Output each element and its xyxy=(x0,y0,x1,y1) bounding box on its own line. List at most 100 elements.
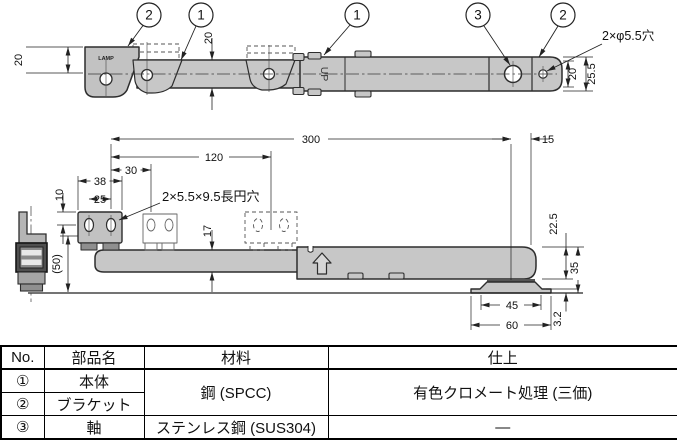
dim-arrow xyxy=(113,178,122,184)
dim-label: 22.5 xyxy=(548,213,560,234)
dim-arrow xyxy=(532,302,541,308)
balloon-1-right: 1 xyxy=(344,2,370,28)
balloon-2-left: 2 xyxy=(136,2,162,28)
dim-arrow xyxy=(262,154,271,160)
part-no: ② xyxy=(0,392,45,416)
dim-label: 45 xyxy=(506,300,518,312)
dim-label: 17 xyxy=(202,225,214,237)
dim-label: 60 xyxy=(506,320,518,332)
col-header-no: No. xyxy=(0,345,45,370)
top-view xyxy=(84,42,563,98)
col-header-name: 部品名 xyxy=(43,345,145,370)
balloon-label: 3 xyxy=(474,8,482,23)
dim-arrow xyxy=(65,283,71,292)
outer-member-side xyxy=(296,246,537,280)
dim-arrow xyxy=(583,82,589,91)
end-view xyxy=(15,206,48,302)
bracket-foot xyxy=(102,242,120,251)
dim-arrow xyxy=(65,47,71,56)
leader-line xyxy=(546,43,603,72)
end-view-block xyxy=(19,283,44,292)
hole-note-side: 2×5.5×9.5長円穴 xyxy=(162,189,260,204)
balloon-1-left: 1 xyxy=(188,2,214,28)
table-row: ③ 軸 ステンレス鋼 (SUS304) — xyxy=(0,415,677,440)
table-header-row: No. 部品名 材料 仕上 xyxy=(0,345,677,370)
hole-note-top: 2×φ5.5穴 xyxy=(602,28,655,43)
hat-channel-foot xyxy=(470,281,552,294)
dim-arrow xyxy=(563,270,569,279)
dim-arrow xyxy=(209,88,215,97)
dim-label: 35 xyxy=(569,262,581,274)
alt-bracket-position xyxy=(142,213,178,251)
up-marking: UP xyxy=(318,67,330,82)
spring-clip xyxy=(388,272,405,280)
dim-arrow xyxy=(324,47,332,55)
balloon-2-right: 2 xyxy=(550,2,576,28)
dim-arrow xyxy=(128,37,135,46)
dim-arrow xyxy=(209,51,215,60)
dim-arrow xyxy=(60,203,66,212)
dim-label: 38 xyxy=(94,176,106,188)
dim-arrow xyxy=(481,302,490,308)
technical-drawing: 2 1 1 3 2 2×φ5.5穴 2×5.5×9.5長円穴 UP LAMP 2… xyxy=(13,2,655,332)
dim-label: 20 xyxy=(13,54,25,66)
dim-label: 3.2 xyxy=(552,311,564,326)
dim-arrow xyxy=(111,154,120,160)
parts-table: No. 部品名 材料 仕上 ① 本体 鋼 (SPCC) 有色クロメート処理 (三… xyxy=(0,345,677,440)
dim-arrow xyxy=(78,178,87,184)
dim-arrow xyxy=(111,136,120,142)
col-header-material: 材料 xyxy=(143,345,329,370)
dim-arrow xyxy=(119,214,128,220)
dim-arrow xyxy=(547,65,556,71)
dim-arrow xyxy=(542,322,551,328)
bracket-foot xyxy=(80,242,98,251)
release-notch xyxy=(307,246,314,253)
dim-arrow xyxy=(102,196,111,202)
table-row: ② ブラケット xyxy=(0,392,677,416)
side-view xyxy=(28,211,583,294)
brand-logo: LAMP xyxy=(98,56,114,62)
end-view-flange xyxy=(18,211,47,244)
dim-label: 10 xyxy=(54,189,66,201)
dim-arrow xyxy=(65,236,71,245)
dim-arrow xyxy=(502,136,511,142)
part-material: ステンレス鋼 (SUS304) xyxy=(143,415,329,440)
dim-arrow xyxy=(471,322,480,328)
dim-label: 20 xyxy=(203,32,215,44)
dim-arrow xyxy=(65,64,71,73)
dim-arrow xyxy=(575,284,581,293)
col-header-finish: 仕上 xyxy=(327,345,677,370)
inner-member-side xyxy=(94,249,301,273)
dim-arrow xyxy=(60,225,66,234)
dim-label: (50) xyxy=(51,254,63,274)
part-name: ブラケット xyxy=(43,392,145,416)
parts-table-wrap: No. 部品名 材料 仕上 ① 本体 鋼 (SPCC) 有色クロメート処理 (三… xyxy=(0,345,677,440)
part-no: ③ xyxy=(0,415,45,440)
dim-arrow xyxy=(539,48,546,57)
dim-arrow xyxy=(565,78,571,87)
dim-arrow xyxy=(209,241,215,250)
dim-label: 300 xyxy=(302,134,320,146)
dim-arrow xyxy=(583,57,589,66)
end-view-block xyxy=(17,271,46,285)
dim-arrow xyxy=(531,136,540,142)
weld-tab xyxy=(132,59,183,94)
dim-arrow xyxy=(503,56,510,65)
part-finish: 有色クロメート処理 (三価) xyxy=(327,368,677,416)
dim-arrow xyxy=(142,167,151,173)
dim-arrow xyxy=(89,196,98,202)
part-finish: — xyxy=(327,415,677,440)
dim-arrow xyxy=(565,61,571,70)
dim-arrow xyxy=(563,247,569,256)
balloon-3: 3 xyxy=(465,2,491,28)
up-arrow-stamp xyxy=(312,252,332,275)
balloon-label: 2 xyxy=(559,8,567,23)
balloon-label: 1 xyxy=(353,8,361,23)
clip-slot xyxy=(21,250,42,256)
part-no: ① xyxy=(0,368,45,393)
balloon-label: 2 xyxy=(145,8,153,23)
table-row: ① 本体 鋼 (SPCC) 有色クロメート処理 (三価) xyxy=(0,368,677,416)
spring-clips xyxy=(292,50,372,98)
